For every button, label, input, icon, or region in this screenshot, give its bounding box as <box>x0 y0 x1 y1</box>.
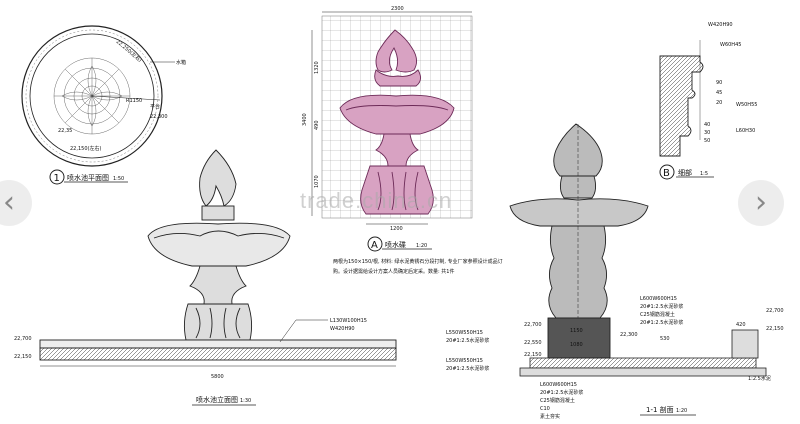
section-scale: 1:20 <box>676 408 687 414</box>
section-title: 1-1 剖面 <box>646 405 674 414</box>
sculpture-view: 2300 3400 1320 490 1070 1200 A 喷水碟 1:20 … <box>302 6 503 275</box>
section-level-3: 22,300 <box>620 332 638 338</box>
sculpture-marker <box>367 236 383 252</box>
watermark: trade.china.cn <box>300 188 453 213</box>
detail-callout-3: W50H55 <box>736 102 757 108</box>
detail-callout-4: L60H30 <box>736 128 755 134</box>
elevation-scale: 1:30 <box>240 398 251 404</box>
elevation-basin-cap <box>39 339 397 349</box>
section-callout-right-3: C25钢筋混凝土 <box>640 311 675 318</box>
sculpture-base-dim: 1200 <box>390 226 403 232</box>
sculpture-height-dim: 3400 <box>302 113 308 126</box>
plan-label-1: 22,250(左右) <box>115 38 144 64</box>
section-callout-right-4: 20#1:2.5水泥砂浆 <box>640 319 683 326</box>
plan-label-4: 平台 <box>150 103 160 110</box>
elevation-callout-2: W420H90 <box>330 326 355 332</box>
elevation-level-left: 22,700 <box>14 336 32 342</box>
plan-view: 22,250(左右) 22,150(左右) 22,300 平台 R1150 22… <box>21 25 186 185</box>
plan-label-5: R1150 <box>126 98 142 104</box>
section-callout-bottom-3: C25钢筋混凝土 <box>540 397 575 404</box>
sculpture-note-2: 购。设计据需给设计方案人员确定后定采。数量: 共1件 <box>333 268 454 275</box>
plan-marker <box>49 169 65 185</box>
section-fountain <box>509 123 649 319</box>
detail-dim-2: 45 <box>716 90 722 96</box>
detail-dim-3: 20 <box>716 100 722 106</box>
sculpture-scale: 1:20 <box>416 243 427 249</box>
plan-label-6: 22,35 <box>58 128 72 134</box>
detail-marker-label: B <box>663 168 670 179</box>
detail-dim-6: 50 <box>704 138 710 144</box>
plan-label-3: 22,300 <box>150 114 168 120</box>
chevron-right-icon: › <box>755 185 767 220</box>
elevation-width-dim: 5800 <box>211 374 224 380</box>
detail-callout-1: W420H90 <box>708 22 733 28</box>
section-level-6: 22,150 <box>766 326 784 332</box>
detail-marker <box>659 164 675 180</box>
section-callout-left-1: L550W550H15 <box>446 330 483 336</box>
detail-dim-1: 90 <box>716 80 722 86</box>
elevation-basin-wall <box>39 347 397 361</box>
plan-label-2: 22,150(左右) <box>70 145 101 152</box>
section-callout-bottom-2: 20#1:2.5水泥砂浆 <box>540 389 583 396</box>
section-dim-1080: 1080 <box>570 342 583 348</box>
section-callout-left-2: 20#1:2.5水泥砂浆 <box>446 337 489 344</box>
plan-scale: 1:50 <box>113 176 124 182</box>
elevation-callout-1: L130W100H15 <box>330 318 367 324</box>
section-foundation <box>547 317 611 359</box>
plan-label-7: 水箱 <box>176 59 186 66</box>
elevation-view: 5800 22,700 22,150 L130W100H15 W420H90 喷… <box>14 149 397 406</box>
sculpture-height-dim-3: 490 <box>314 120 320 130</box>
section-callout-bottom-4: C10 <box>540 406 550 412</box>
section-ratio: 1:2.5水泥 <box>748 375 771 382</box>
section-callout-right-2: 20#1:2.5水泥砂浆 <box>640 303 683 310</box>
section-view: 1150 1080 420 530 22,700 22,550 22,300 2… <box>446 123 784 420</box>
sculpture-title: 喷水碟 <box>385 240 406 249</box>
detail-dim-4: 40 <box>704 122 710 128</box>
next-image-button[interactable]: › <box>738 180 784 226</box>
plan-marker-label: 1 <box>54 173 60 184</box>
elevation-fountain <box>147 149 291 341</box>
section-dim-1150: 1150 <box>570 328 583 334</box>
section-dim-530: 530 <box>660 336 670 342</box>
sculpture-note-1: 两根为150×150/根, 材料: 绿水泥黄锈石分段打制, 专业厂家参照设计成品… <box>333 258 503 265</box>
detail-dim-5: 30 <box>704 130 710 136</box>
chevron-left-icon: ‹ <box>3 185 15 220</box>
section-dim-420: 420 <box>736 322 746 328</box>
section-callout-bottom-5: 素土夯实 <box>540 413 560 420</box>
detail-title: 细部 <box>678 168 692 177</box>
elevation-level-left-2: 22,150 <box>14 354 32 360</box>
plan-title: 喷水池平面图 <box>67 173 109 182</box>
sculpture-figure <box>339 29 455 215</box>
section-callout-left-3: L550W550H15 <box>446 358 483 364</box>
plan-ring-band <box>29 33 155 159</box>
section-callout-bottom-1: L600W600H15 <box>540 382 577 388</box>
elevation-title: 喷水池立面图 <box>196 395 238 404</box>
section-level-4: 22,150 <box>524 352 542 358</box>
section-level-5: 22,700 <box>766 308 784 314</box>
section-callout-left-4: 20#1:2.5水泥砂浆 <box>446 365 489 372</box>
plan-outer-ring <box>21 25 163 167</box>
sculpture-width-dim: 2300 <box>391 6 404 12</box>
sculpture-height-dim-2: 1320 <box>314 61 320 74</box>
sculpture-height-dim-4: 1070 <box>314 175 320 188</box>
detail-callout-2: W60H45 <box>720 42 741 48</box>
detail-profile <box>659 55 704 157</box>
detail-scale: 1:5 <box>700 171 708 177</box>
section-level-1: 22,700 <box>524 322 542 328</box>
sculpture-marker-label: A <box>371 240 378 251</box>
section-level-2: 22,550 <box>524 340 542 346</box>
detail-view: W420H90 W60H45 W50H55 L60H30 90 45 20 40… <box>659 22 757 180</box>
section-callout-right-1: L600W600H15 <box>640 296 677 302</box>
